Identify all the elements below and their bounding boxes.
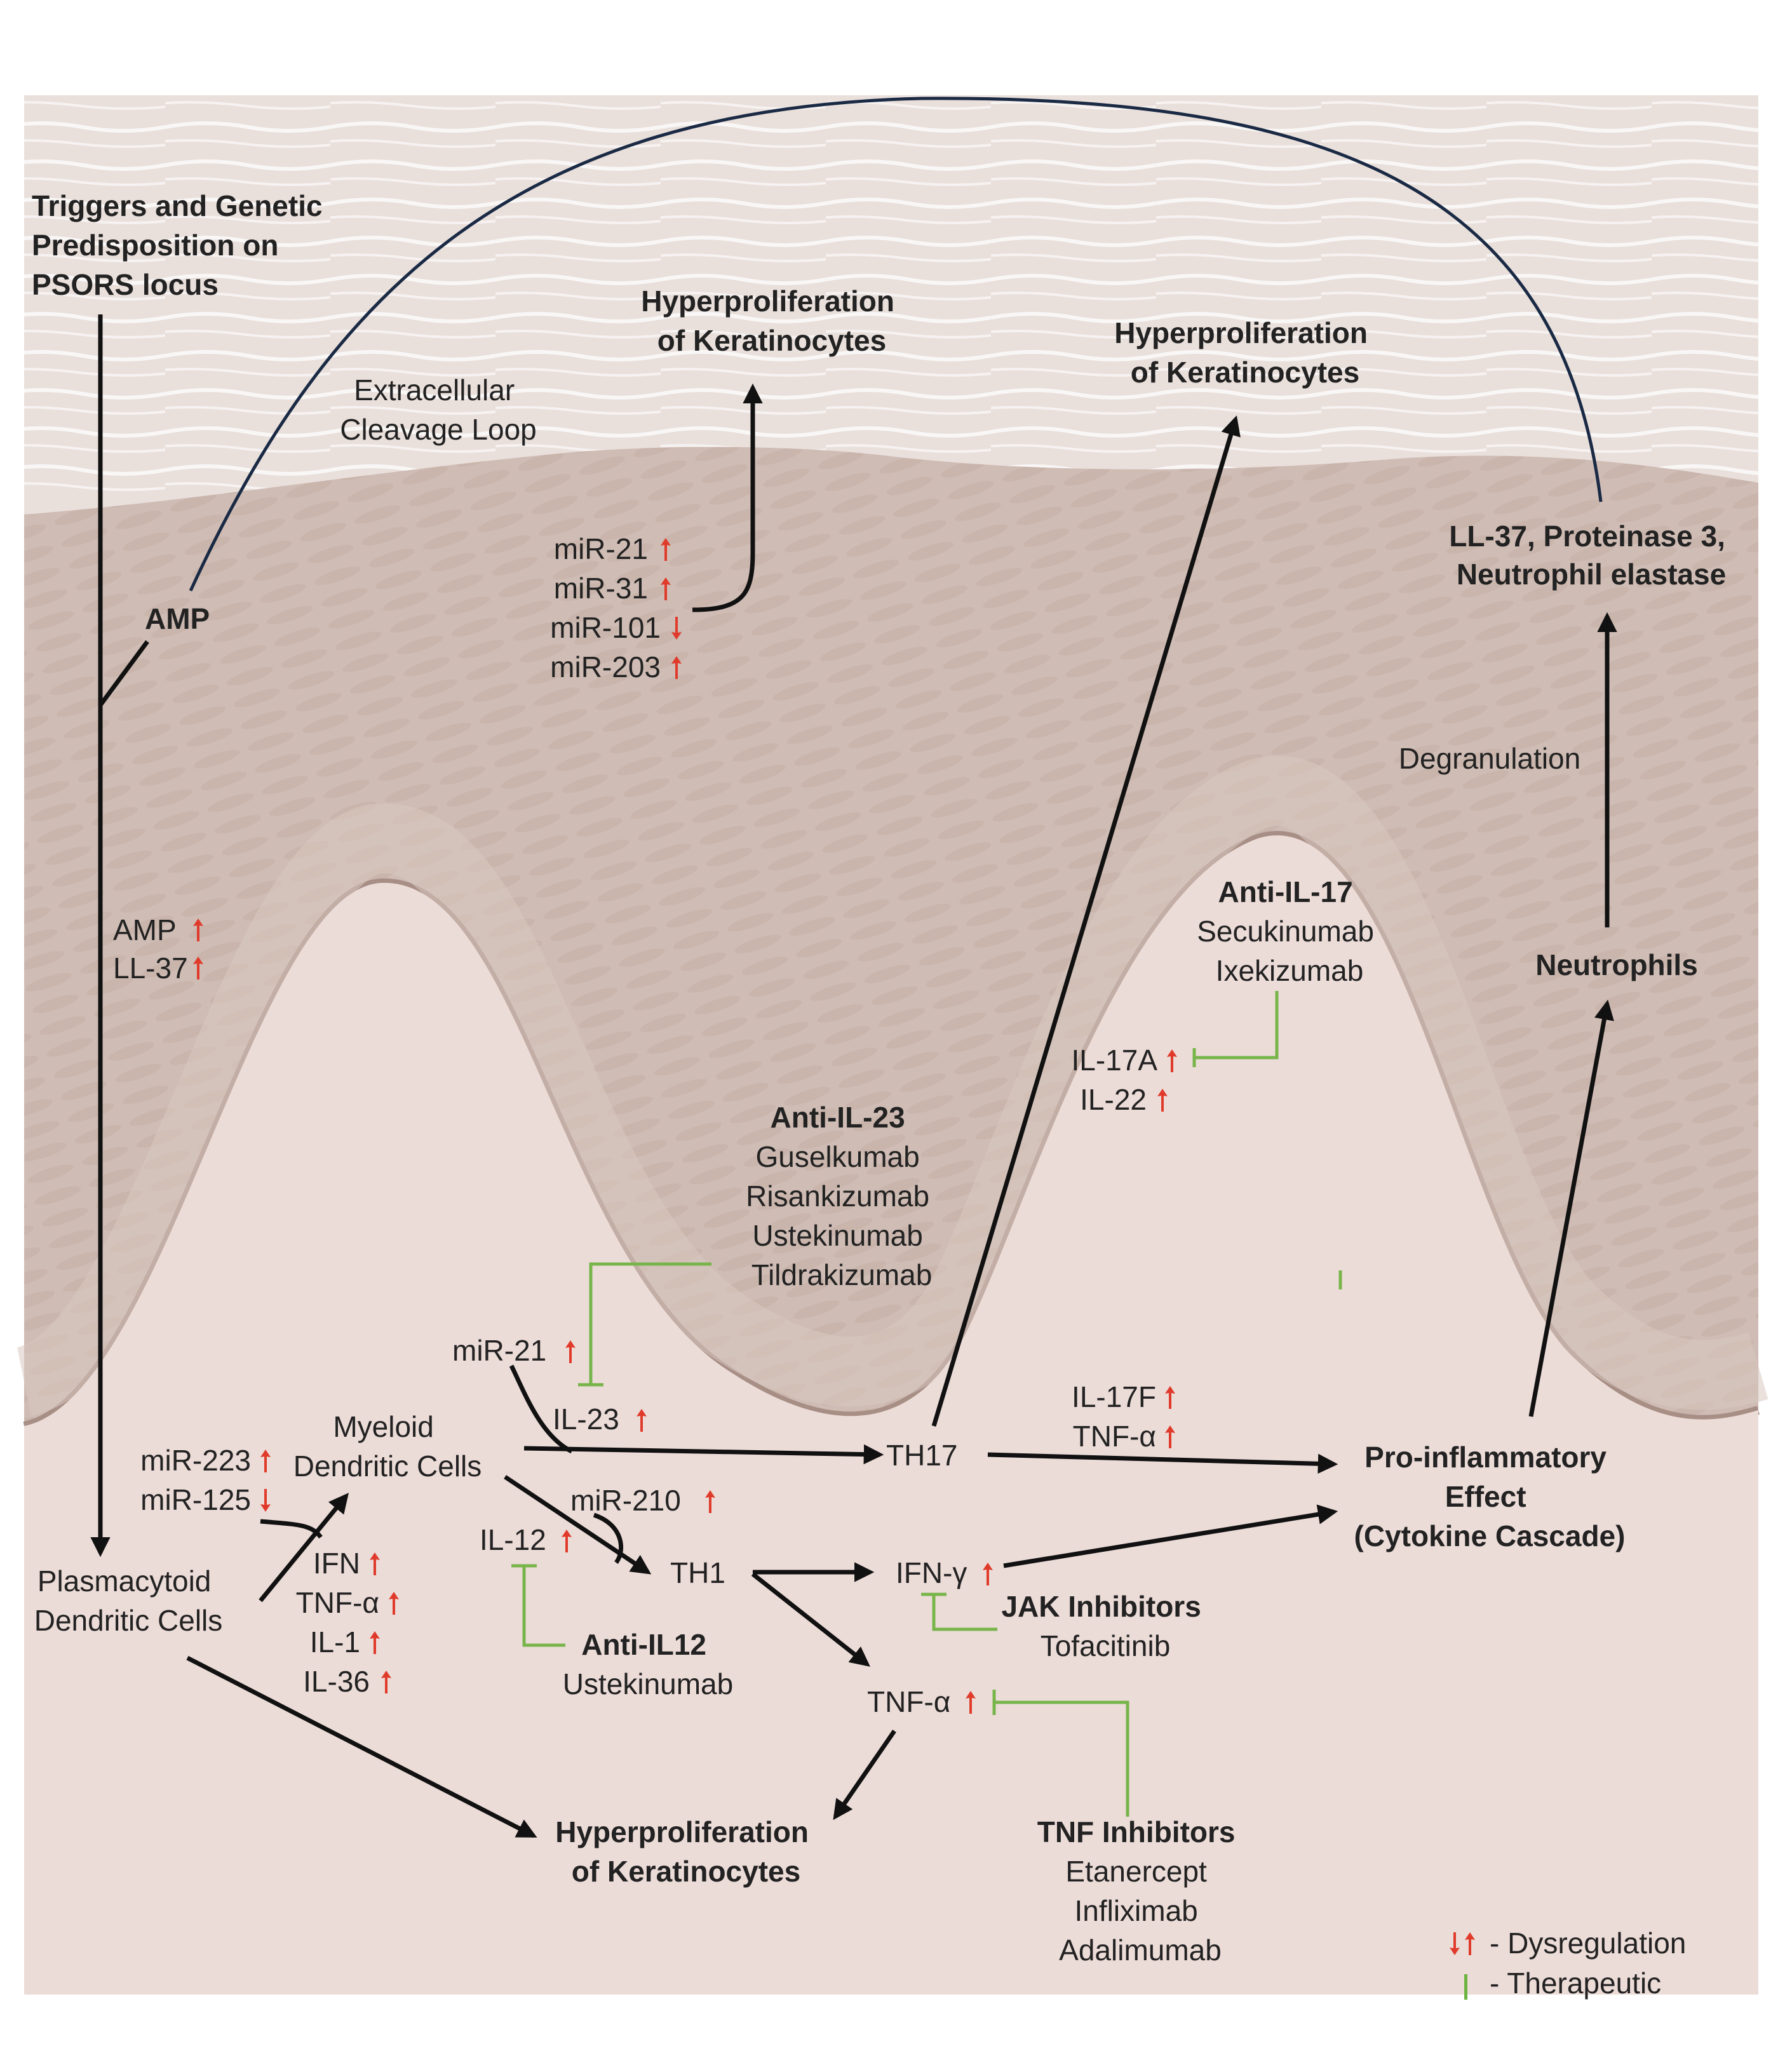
arrow-proinflammatory-to-neutrophils (1528, 999, 1614, 1417)
tnfa-th1-label: TNF-α (867, 1685, 950, 1718)
arrow-pdc-to-hyper-bottom (186, 1655, 537, 1838)
jak-inhibitors-label: JAK Inhibitors Tofacitinib (1001, 1590, 1209, 1662)
pdc-il1-label: IL-1 (310, 1625, 360, 1659)
legend-dysregulation-label: - Dysregulation (1490, 1927, 1686, 1960)
il12-label: IL-12 (480, 1523, 546, 1556)
inhibit-ifng (932, 1594, 997, 1631)
inhibit-tnfa (994, 1700, 1129, 1817)
arrow-amp-branch (98, 640, 149, 707)
tissue-background (14, 95, 1768, 1995)
legend: - Dysregulation - Therapeutic (1450, 1927, 1686, 2000)
legend-therapeutic-label: - Therapeutic (1490, 1967, 1661, 2000)
arrow-mir210-curve (593, 1512, 623, 1565)
neutrophils-label: Neutrophils (1535, 948, 1698, 981)
arrow-th17-to-hyper-top (931, 415, 1241, 1427)
ll37-up-label: LL-37 (113, 952, 188, 985)
dermis (24, 835, 1758, 1995)
anti-il12-label: Anti-IL12 Ustekinumab (563, 1628, 733, 1700)
th17-label: TH17 (886, 1439, 957, 1472)
legend-therapeutic-icon (1464, 1974, 1467, 2000)
mir-203-label: miR-203 (550, 650, 661, 683)
inhibit-il17a (1194, 991, 1279, 1060)
amp-up-label: AMP (113, 913, 177, 946)
mir-125-label: miR-125 (140, 1483, 251, 1516)
myeloid-dendritic-cells-label: Myeloid Dendritic Cells (293, 1410, 482, 1483)
il22-label: IL-22 (1080, 1083, 1147, 1116)
anti-il17-label: Anti-IL-17 Secukinumab Ixekizumab (1197, 875, 1382, 987)
pdc-tnfa-label: TNF-α (296, 1586, 379, 1619)
il17a-label: IL-17A (1071, 1044, 1157, 1077)
th1-label: TH1 (670, 1556, 725, 1589)
anti-il23-label: Anti-IL-23 Guselkumab Risankizumab Ustek… (746, 1101, 938, 1291)
mir-31-label: miR-31 (554, 572, 648, 605)
arrow-ifng-to-proinflammatory (1003, 1504, 1338, 1568)
inhibit-il12 (522, 1566, 565, 1647)
pdc-il36-label: IL-36 (303, 1665, 370, 1698)
triggers-label: Triggers and Genetic Predisposition on P… (32, 189, 330, 301)
activation-arrows (90, 97, 1617, 1838)
basal-cell-layer (14, 756, 1768, 1416)
ll37-products-label: LL-37, Proteinase 3, Neutrophil elastase (1449, 520, 1733, 591)
arrow-th1-to-tnfa (751, 1572, 870, 1667)
tnf-inhibitors-label: TNF Inhibitors Etanercept Infliximab Ada… (1037, 1815, 1244, 1967)
arrow-pdc-to-mdc (259, 1493, 349, 1603)
pdc-ifn-label: IFN (313, 1547, 360, 1580)
tnfa-th17-label: TNF-α (1073, 1420, 1156, 1453)
arrow-mdc-to-th17 (523, 1444, 884, 1465)
hyperproliferation-bottom-label: Hyperproliferation of Keratinocytes (555, 1815, 817, 1888)
arrow-th17-to-proinflammatory (987, 1452, 1338, 1474)
inhibit-il23 (589, 1262, 711, 1385)
mir-21-lower-label: miR-21 (452, 1334, 546, 1367)
hyperproliferation-top-left-label: Hyperproliferation of Keratinocytes (641, 285, 903, 357)
mir-210-label: miR-210 (570, 1484, 681, 1517)
il17f-label: IL-17F (1072, 1380, 1156, 1413)
arrow-mir21-curve (509, 1364, 573, 1454)
arrow-mdc-to-th1 (504, 1475, 652, 1575)
cleavage-loop-curve (189, 97, 1603, 592)
plasmacytoid-dendritic-cells-label: Plasmacytoid Dendritic Cells (34, 1565, 223, 1637)
degranulation-label: Degranulation (1399, 742, 1580, 775)
extracellular-cleavage-loop-label: Extracellular Cleavage Loop (340, 374, 536, 446)
il23-label: IL-23 (553, 1403, 619, 1436)
amp-label: AMP (145, 602, 210, 635)
therapeutic-inhibitors (511, 991, 1342, 1817)
ifn-gamma-label: IFN-γ (896, 1556, 967, 1589)
proinflammatory-effect-label: Pro-inflammatory Effect (Cytokine Cascad… (1354, 1441, 1626, 1552)
stratum-corneum-texture (24, 95, 1758, 495)
arrow-tnfa-to-hyper-bottom (833, 1730, 896, 1821)
labels: Triggers and Genetic Predisposition on P… (32, 189, 1733, 1967)
mir-101-label: miR-101 (550, 611, 661, 644)
mir-223-label: miR-223 (140, 1444, 251, 1477)
hyperproliferation-top-right-label: Hyperproliferation of Keratinocytes (1114, 316, 1376, 389)
arrow-mir-to-hyper-top (692, 383, 763, 612)
mir-21-label: miR-21 (554, 532, 648, 565)
